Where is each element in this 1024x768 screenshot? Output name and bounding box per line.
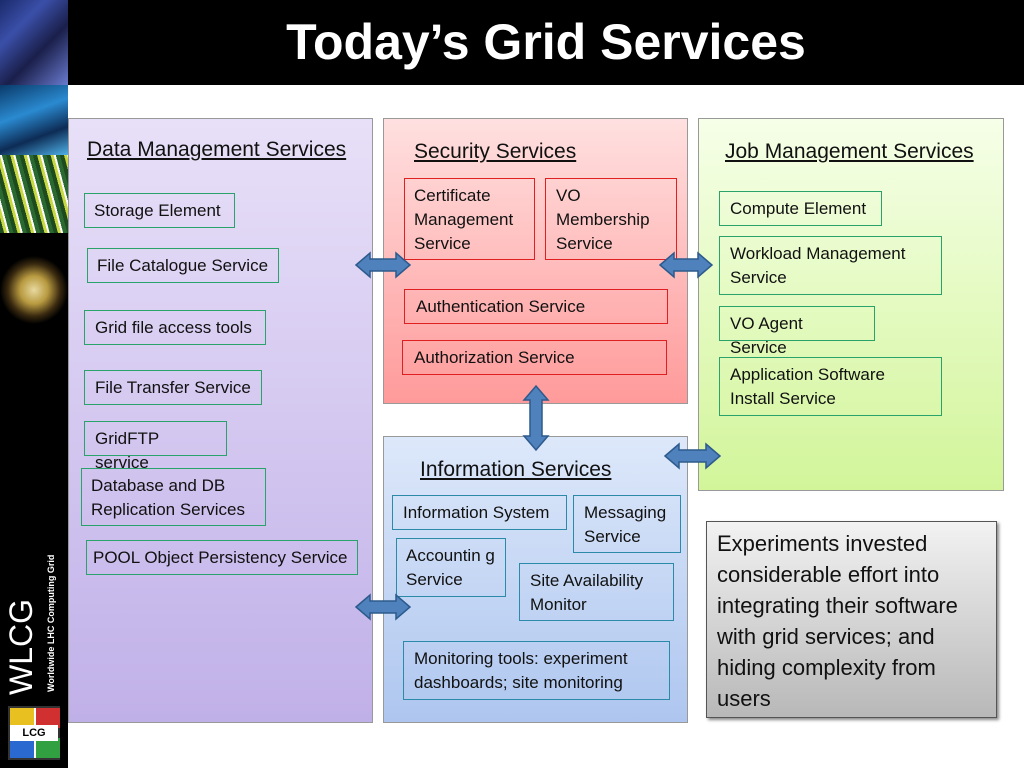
- database-replication-box: Database and DB Replication Services: [81, 468, 266, 526]
- authorization-box: Authorization Service: [402, 340, 667, 375]
- grid-file-access-box: Grid file access tools: [84, 310, 266, 345]
- application-software-install-box: Application Software Install Service: [719, 357, 942, 416]
- vo-agent-box: VO Agent Service: [719, 306, 875, 357]
- information-system-box: Information System: [392, 495, 567, 530]
- pool-persistency-box: POOL Object Persistency Service: [86, 540, 358, 575]
- server-rack-image: [0, 0, 68, 85]
- compute-element-box: Compute Element: [719, 191, 882, 226]
- storage-element-box: Storage Element: [84, 193, 235, 228]
- experiments-note: Experiments invested considerable effort…: [706, 521, 997, 718]
- data-management-panel: [68, 118, 373, 723]
- lcg-logo-text: LCG: [10, 725, 58, 741]
- sidebar-decoration: WLCG Worldwide LHC Computing Grid LCG: [0, 0, 68, 768]
- data-management-title: Data Management Services: [87, 138, 347, 161]
- wlcg-logo: WLCG Worldwide LHC Computing Grid: [6, 555, 56, 695]
- certificate-management-box: Certificate Management Service: [404, 178, 535, 260]
- file-transfer-box: File Transfer Service: [84, 370, 262, 405]
- network-cables-image: [0, 85, 68, 155]
- accounting-service-box: Accountin g Service: [396, 538, 506, 597]
- wlcg-logo-subtext: Worldwide LHC Computing Grid: [46, 555, 56, 692]
- job-management-panel: [698, 118, 1004, 491]
- information-title: Information Services: [420, 458, 612, 481]
- monitoring-tools-box: Monitoring tools: experiment dashboards;…: [403, 641, 670, 700]
- information-panel: [383, 436, 688, 723]
- security-panel: [383, 118, 688, 404]
- job-management-title: Job Management Services: [725, 140, 974, 163]
- fiber-cables-image: [0, 155, 68, 233]
- messaging-service-box: Messaging Service: [573, 495, 681, 553]
- wlcg-logo-text: WLCG: [6, 599, 39, 695]
- gridftp-box: GridFTP service: [84, 421, 227, 472]
- lcg-logo: LCG: [8, 706, 60, 760]
- security-title: Security Services: [414, 140, 577, 163]
- file-catalogue-box: File Catalogue Service: [87, 248, 279, 283]
- globe-icon: [0, 250, 68, 330]
- workload-management-box: Workload Management Service: [719, 236, 942, 295]
- authentication-box: Authentication Service: [404, 289, 668, 324]
- page-title: Today’s Grid Services: [68, 0, 1024, 85]
- vo-membership-box: VO Membership Service: [545, 178, 677, 260]
- site-availability-monitor-box: Site Availability Monitor: [519, 563, 674, 621]
